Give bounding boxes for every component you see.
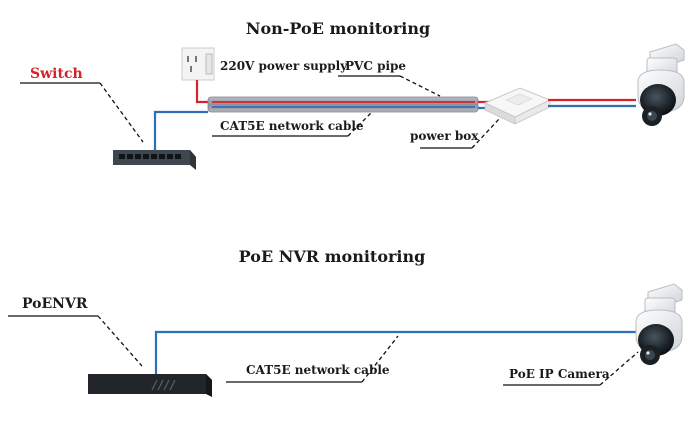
poe-title: PoE NVR monitoring — [239, 247, 426, 266]
power-drop-cable — [195, 80, 212, 104]
pvc-leader-dash — [399, 75, 441, 97]
non-poe-cable-leader-dash — [347, 111, 373, 137]
nvr-leader-dash — [97, 315, 143, 367]
camera-leader-dash — [599, 351, 639, 386]
switch-icon — [113, 150, 196, 170]
camera-label: PoE IP Camera — [509, 367, 610, 381]
pvc-pipe-icon — [207, 96, 479, 113]
poe-cable-label: CAT5E network cable — [246, 363, 390, 377]
power-box-icon — [483, 87, 552, 125]
power-supply-label: 220V power supply — [220, 59, 348, 73]
switch-label: Switch — [30, 66, 83, 82]
power-box-label: power box — [410, 129, 479, 143]
nvr-label: PoENVR — [22, 296, 88, 312]
poe-cable-leader-dash — [361, 335, 399, 383]
switch-uplink-cable — [153, 110, 208, 150]
pvc-pipe-label: PVC pipe — [345, 59, 406, 73]
ptz-camera-icon — [635, 283, 683, 365]
poe-network-cable — [154, 330, 640, 374]
power-outlet-icon — [181, 47, 215, 81]
non-poe-cable-label: CAT5E network cable — [220, 119, 364, 133]
non-poe-title: Non-PoE monitoring — [246, 19, 430, 38]
switch-leader-dash — [99, 82, 144, 143]
ptz-camera-icon — [637, 43, 685, 126]
nvr-icon — [88, 374, 212, 397]
